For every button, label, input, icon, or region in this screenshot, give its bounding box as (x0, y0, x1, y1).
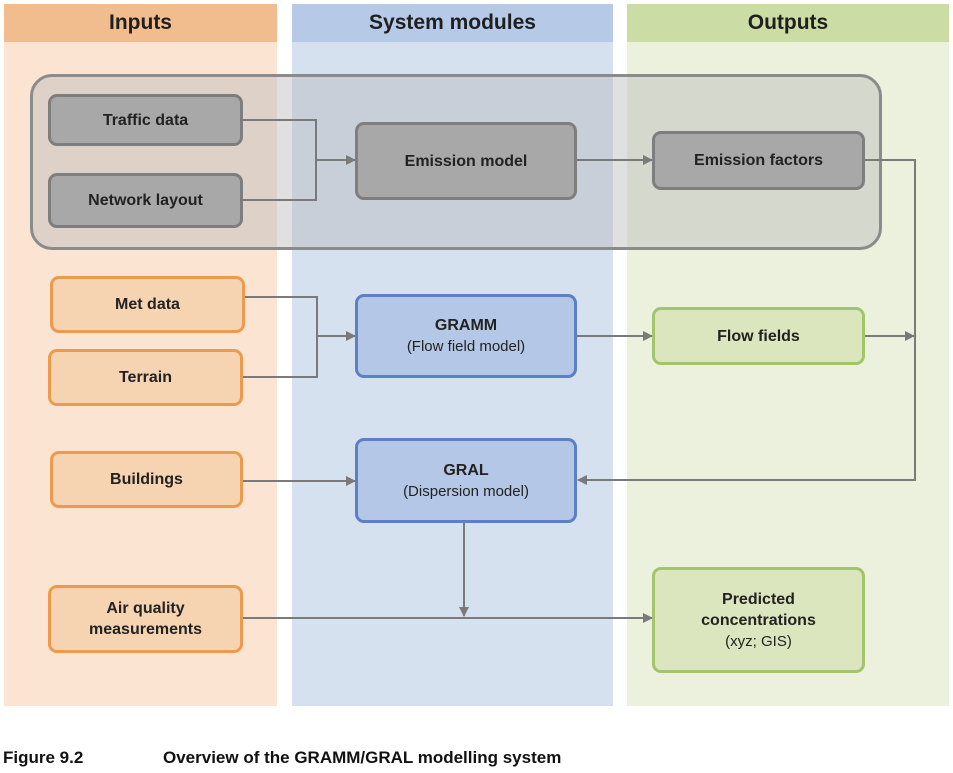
predicted-label-1: Predicted (722, 590, 795, 608)
figure-label: Figure 9.2 (3, 748, 84, 767)
air-quality-label-2: measurements (89, 621, 202, 638)
air-quality-label-1: Air quality (106, 600, 185, 617)
inputs-header: Inputs (4, 4, 277, 42)
network-layout-label: Network layout (88, 192, 203, 209)
arrow-factors-to-gral (577, 159, 916, 485)
predicted-concentrations-node: Predicted concentrations (xyz; GIS) (652, 567, 865, 673)
system-modules-header: System modules (292, 4, 613, 42)
gramm-subtitle: (Flow field model) (406, 338, 526, 355)
figure-caption: Overview of the GRAMM/GRAL modelling sys… (163, 748, 562, 767)
emission-factors-node: Emission factors (652, 131, 865, 190)
terrain-node: Terrain (48, 349, 243, 406)
met-data-node: Met data (50, 276, 245, 333)
gral-subtitle: (Dispersion model) (403, 482, 529, 500)
traffic-data-label: Traffic data (102, 111, 189, 129)
predicted-label-2: concentrations (701, 611, 816, 629)
outputs-header: Outputs (627, 4, 949, 42)
emission-model-label: Emission model (404, 152, 528, 170)
emission-model-node: Emission model (355, 122, 577, 200)
terrain-label: Terrain (118, 369, 173, 386)
predicted-subtitle: (xyz; GIS) (725, 632, 792, 650)
flow-fields-node: Flow fields (652, 307, 865, 365)
buildings-node: Buildings (50, 451, 243, 508)
met-data-label: Met data (115, 296, 180, 313)
traffic-data-node: Traffic data (48, 94, 243, 146)
buildings-label: Buildings (110, 471, 183, 488)
emission-factors-label: Emission factors (694, 152, 823, 169)
gramm-title: GRAMM (434, 317, 498, 334)
gral-title: GRAL (443, 461, 489, 479)
arrow-met-terrain-bracket (243, 296, 318, 378)
gral-node: GRAL (Dispersion model) (355, 438, 577, 523)
network-layout-node: Network layout (48, 173, 243, 228)
air-quality-node: Air quality measurements (48, 585, 243, 653)
flow-fields-label: Flow fields (717, 327, 800, 345)
arrow-traffic-to-emission-model (243, 119, 317, 201)
gramm-node: GRAMM (Flow field model) (355, 294, 577, 378)
